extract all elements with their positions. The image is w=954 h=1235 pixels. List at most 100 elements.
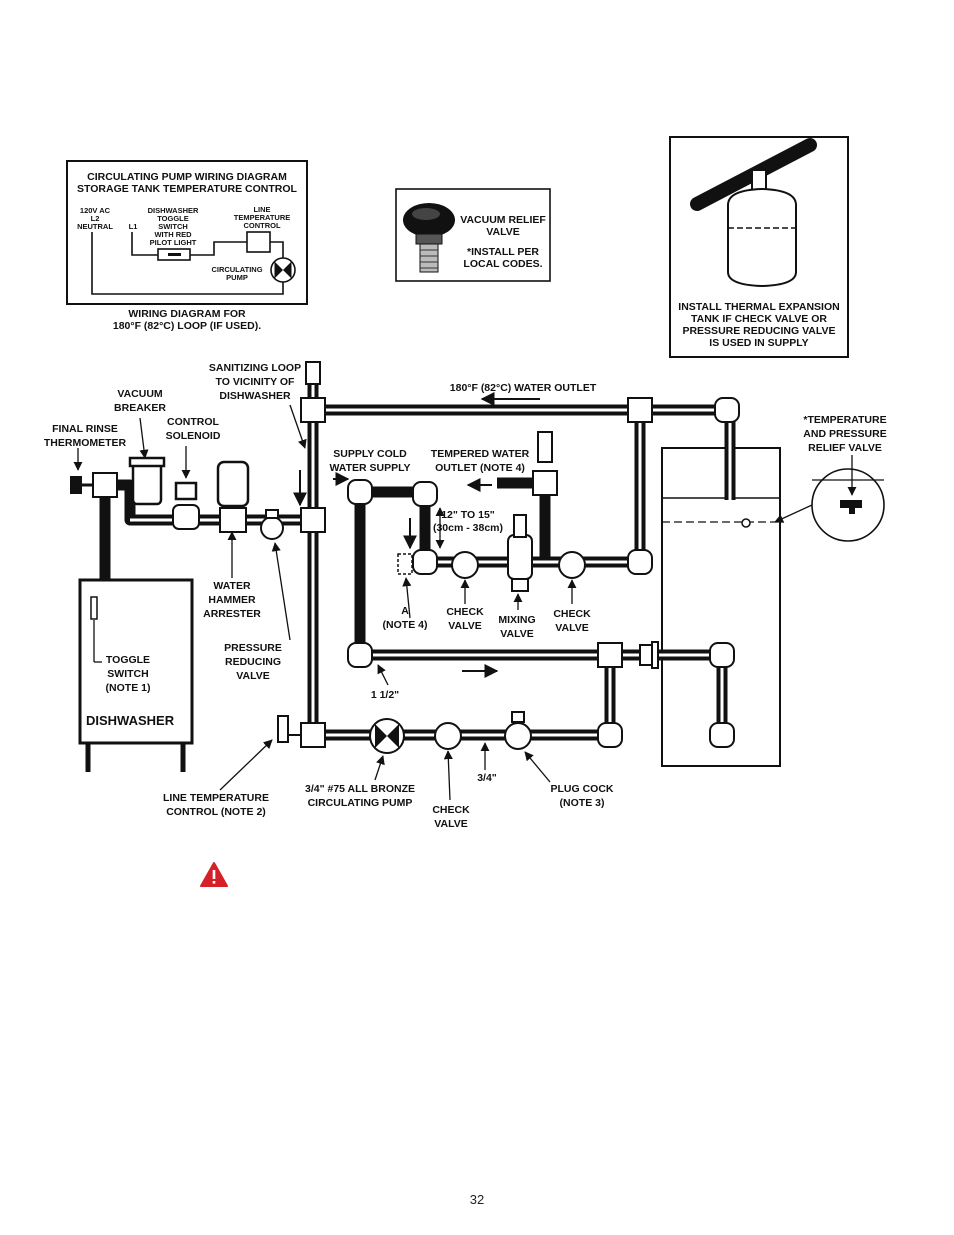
diagram-labels: SANITIZING LOOP TO VICINITY OF DISHWASHE…	[44, 362, 887, 830]
tempered-outlet-label: TEMPERED WATER	[431, 448, 530, 460]
sanitizing-loop-label: DISHWASHER	[219, 390, 291, 402]
union	[639, 641, 659, 669]
check-valve-b	[558, 551, 586, 579]
distance-label: (30cm - 38cm)	[433, 522, 503, 534]
vacuum-relief-box: VACUUM RELIEF VALVE *INSTALL PER LOCAL C…	[395, 188, 551, 282]
toggle-switch-label: TOGGLE	[106, 654, 150, 666]
line-temperature-control	[277, 715, 301, 743]
control-wire	[270, 241, 284, 258]
note-a-label: A	[401, 605, 409, 617]
mixing-valve-label: VALVE	[500, 628, 533, 640]
tp-relief-label: AND PRESSURE	[803, 428, 886, 440]
plug-cock	[504, 711, 532, 750]
pressure-reducing-label: VALVE	[236, 670, 269, 682]
switch-label: TOGGLE	[157, 214, 189, 223]
wiring-caption-1: WIRING DIAGRAM FOR	[128, 308, 246, 320]
expansion-tank-icon	[690, 138, 817, 288]
tp-relief-valve	[741, 468, 885, 542]
power-label: L2	[91, 214, 100, 223]
final-rinse-thermometer	[70, 476, 93, 494]
supply-cold-label: WATER SUPPLY	[329, 462, 410, 474]
expansion-caption: TANK IF CHECK VALVE OR	[691, 313, 827, 325]
wiring-title-2: STORAGE TANK TEMPERATURE CONTROL	[77, 183, 298, 195]
check-valve-a	[451, 551, 479, 579]
tempered-outlet-gauge	[537, 431, 553, 463]
sanitizing-loop-label: SANITIZING LOOP	[209, 362, 301, 374]
switch-label: WITH RED	[154, 230, 192, 239]
circ-pump-label: CIRCULATING PUMP	[308, 797, 413, 809]
wiring-title-1: CIRCULATING PUMP WIRING DIAGRAM	[87, 171, 287, 183]
water-hammer-label: ARRESTER	[203, 608, 261, 620]
vacuum-relief-note: LOCAL CODES.	[463, 258, 542, 270]
check-valve-1-label: VALVE	[448, 620, 481, 632]
expansion-tank-box: INSTALL THERMAL EXPANSION TANK IF CHECK …	[669, 136, 849, 358]
pump-label: PUMP	[226, 273, 248, 282]
pump-label: CIRCULATING	[211, 265, 262, 274]
vacuum-breaker-label: VACUUM	[117, 388, 163, 400]
water-hammer-label: WATER	[213, 580, 251, 592]
fittings	[92, 361, 740, 748]
control-solenoid-label: CONTROL	[167, 416, 219, 428]
switch-label: PILOT LIGHT	[150, 238, 197, 247]
plug-cock-label: PLUG COCK	[551, 783, 614, 795]
expansion-caption: IS USED IN SUPPLY	[709, 337, 808, 349]
vacuum-breaker	[128, 456, 166, 506]
page-number: 32	[469, 1192, 485, 1207]
switch-wire	[190, 241, 247, 256]
line-temp-control-label: LINE TEMPERATURE	[163, 792, 269, 804]
circulating-pump-icon	[369, 718, 405, 754]
toggle-switch-icon	[90, 596, 98, 620]
switch-label: DISHWASHER	[148, 206, 199, 215]
dishwasher: DISHWASHER	[78, 578, 194, 772]
distance-label: 12" TO 15"	[441, 509, 495, 521]
plug-cock-label: (NOTE 3)	[560, 797, 605, 809]
control-solenoid-label: SOLENOID	[166, 430, 221, 442]
mixing-valve	[507, 514, 533, 592]
expansion-caption: INSTALL THERMAL EXPANSION	[678, 301, 839, 313]
check-valve-2-label: CHECK	[553, 608, 591, 620]
pressure-reducing-valve	[260, 509, 284, 540]
toggle-switch-label: SWITCH	[107, 668, 148, 680]
switch-label: SWITCH	[158, 222, 188, 231]
vacuum-relief-note: *INSTALL PER	[467, 246, 539, 258]
pressure-reducing-label: PRESSURE	[224, 642, 282, 654]
wiring-diagram: CIRCULATING PUMP WIRING DIAGRAM STORAGE …	[66, 160, 308, 332]
final-rinse-label: FINAL RINSE	[52, 423, 118, 435]
vacuum-breaker-label: BREAKER	[114, 402, 166, 414]
vacuum-relief-label: VACUUM RELIEF	[460, 214, 546, 226]
line-temp-control-label: CONTROL (NOTE 2)	[166, 806, 266, 818]
pipe-size-large-label: 1 1/2"	[371, 689, 399, 701]
line-control-label: CONTROL	[243, 221, 280, 230]
tempered-outlet-label: OUTLET (NOTE 4)	[435, 462, 525, 474]
l1-label: L1	[129, 222, 138, 231]
leader-lines	[73, 404, 857, 801]
vacuum-relief-label: VALVE	[486, 226, 519, 238]
check-valve-3-label: CHECK	[432, 804, 470, 816]
pipe-size-small-label: 3/4"	[477, 772, 497, 784]
power-label: 120V AC	[80, 206, 111, 215]
cap-a	[397, 553, 413, 575]
water-hammer-arrester	[216, 460, 250, 533]
expansion-caption: PRESSURE REDUCING VALVE	[682, 325, 835, 337]
wiring-caption-2: 180°F (82°C) LOOP (IF USED).	[113, 320, 261, 332]
line-control-label: TEMPERATURE	[234, 213, 291, 222]
water-hammer-label: HAMMER	[208, 594, 256, 606]
pump-symbol	[270, 257, 296, 283]
sanitizing-loop-label: TO VICINITY OF	[216, 376, 296, 388]
note-a-label: (NOTE 4)	[383, 619, 428, 631]
l1-wire	[131, 232, 158, 256]
water-outlet-label: 180°F (82°C) WATER OUTLET	[450, 382, 597, 394]
line-control-label: LINE	[253, 205, 270, 214]
vacuum-relief-valve-icon	[403, 203, 455, 273]
line-control-symbol	[246, 231, 271, 253]
neutral-wire	[91, 232, 284, 295]
warning-icon	[200, 862, 228, 887]
control-solenoid	[172, 481, 200, 530]
tp-relief-label: RELIEF VALVE	[808, 442, 882, 454]
mixing-valve-label: MIXING	[498, 614, 535, 626]
check-valve-2-label: VALVE	[555, 622, 588, 634]
power-label: NEUTRAL	[77, 222, 113, 231]
final-rinse-label: THERMOMETER	[44, 437, 127, 449]
pressure-reducing-label: REDUCING	[225, 656, 281, 668]
